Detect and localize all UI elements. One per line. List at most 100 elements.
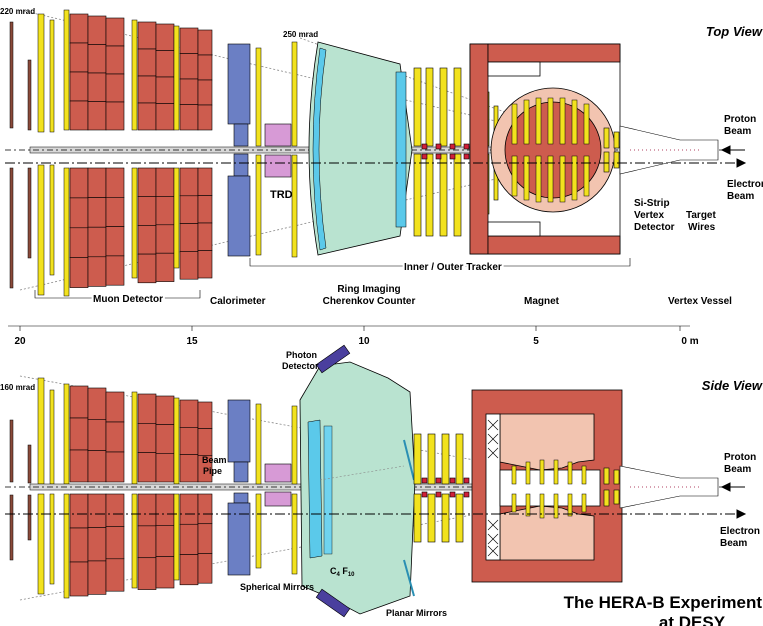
inner-tracker-module [435, 491, 442, 498]
muon-block [197, 29, 213, 56]
muon-block [105, 391, 125, 423]
vertex-vessel-label: Vertex Vessel [668, 296, 732, 307]
sistrip-label-2: Vertex [634, 210, 664, 221]
muon-block [197, 428, 213, 456]
tracker-station [425, 67, 434, 147]
muon-block [105, 167, 125, 198]
inner-tracker-module [435, 143, 442, 150]
muon-block [197, 523, 213, 554]
muon-block [155, 50, 175, 78]
muon-block [69, 493, 89, 529]
muon-block [105, 45, 125, 75]
muon-block [155, 556, 175, 589]
muon-block [197, 553, 213, 584]
muon-detector-side [69, 385, 213, 597]
tracker-station [413, 433, 422, 485]
inner-tracker-module [449, 477, 456, 484]
trd-side [264, 463, 292, 507]
muon-block [179, 195, 199, 224]
muon-block [87, 44, 107, 74]
scale-tick-20: 20 [14, 336, 26, 347]
electron-beam-label-side-2: Beam [720, 538, 747, 549]
muon-block [155, 525, 175, 557]
muon-block [137, 493, 157, 527]
proton-beam-label-side-1: Proton [724, 452, 756, 463]
muon-yellow-bars-top [63, 9, 180, 297]
scale-tick-10: 10 [358, 336, 370, 347]
magnet-side [471, 389, 623, 583]
muon-thin-bars-side [9, 377, 55, 595]
muon-block [87, 493, 107, 528]
muon-block [87, 256, 107, 287]
top-view-title: Top View [706, 24, 763, 39]
muon-block [137, 21, 157, 50]
beam-pipe-label-2: Pipe [203, 466, 222, 476]
muon-block [87, 167, 107, 198]
scale-tick-5: 5 [533, 336, 539, 347]
muon-block [105, 493, 125, 527]
muon-block [155, 252, 175, 282]
muon-block [87, 387, 107, 420]
muon-block [155, 395, 175, 425]
muon-block [69, 561, 89, 597]
muon-block [137, 75, 157, 104]
muon-block [105, 421, 125, 453]
distance-scale: 20 15 10 5 0 m [8, 325, 699, 347]
muon-block [155, 224, 175, 254]
tracker-station [413, 493, 422, 543]
muon-block [179, 53, 199, 80]
tracker-station [441, 493, 450, 543]
muon-block [105, 255, 125, 286]
inner-tracker-module [463, 143, 470, 150]
side-view-title: Side View [702, 378, 763, 393]
scale-tick-15: 15 [186, 336, 198, 347]
muon-block [87, 226, 107, 258]
spherical-mirrors-label: Spherical Mirrors [240, 582, 314, 592]
inner-tracker-module [449, 153, 456, 160]
muon-block [69, 100, 89, 131]
proton-beam-label-top-1: Proton [724, 114, 756, 125]
vertex-vessel-top [603, 125, 719, 175]
muon-block [197, 401, 213, 429]
muon-block [155, 23, 175, 51]
inner-tracker-module [435, 153, 442, 160]
inner-tracker-module [421, 153, 428, 160]
angle-250-label: 250 mrad [283, 30, 318, 39]
outer-tracker-side [413, 433, 470, 543]
side-view: 160 mrad Side View Photon Detector Beam … [0, 344, 763, 618]
muon-block [69, 197, 89, 229]
tracker-station [441, 433, 450, 485]
caption-line-2: at DESY [659, 613, 726, 626]
inner-tracker-module [421, 143, 428, 150]
tracker-station [427, 433, 436, 485]
muon-block [179, 523, 199, 555]
muon-block [69, 257, 89, 288]
muon-block [87, 527, 107, 562]
scale-tick-0: 0 m [681, 336, 698, 347]
muon-block [105, 17, 125, 47]
photon-detector-label-2: Detector [282, 361, 319, 371]
muon-block [155, 453, 175, 483]
tracker-station [453, 153, 462, 237]
tracker-station [427, 493, 436, 543]
muon-block [137, 225, 157, 255]
tracker-station [455, 433, 464, 485]
muon-block [69, 42, 89, 73]
muon-block [137, 525, 157, 559]
muon-block [155, 196, 175, 226]
muon-block [137, 48, 157, 77]
rich-top [308, 41, 413, 256]
muon-detector-top [69, 13, 213, 288]
muon-block [137, 452, 157, 483]
muon-block [87, 72, 107, 102]
tracker-station [425, 153, 434, 237]
tracker-bracket [34, 258, 631, 299]
tracker-stations-top-left [255, 41, 298, 258]
muon-block [197, 167, 213, 196]
trd-top [264, 123, 292, 178]
muon-block [69, 227, 89, 259]
photon-detector-lower [315, 588, 351, 618]
inner-tracker-module [449, 491, 456, 498]
tracker-stations-side-left [255, 403, 298, 575]
